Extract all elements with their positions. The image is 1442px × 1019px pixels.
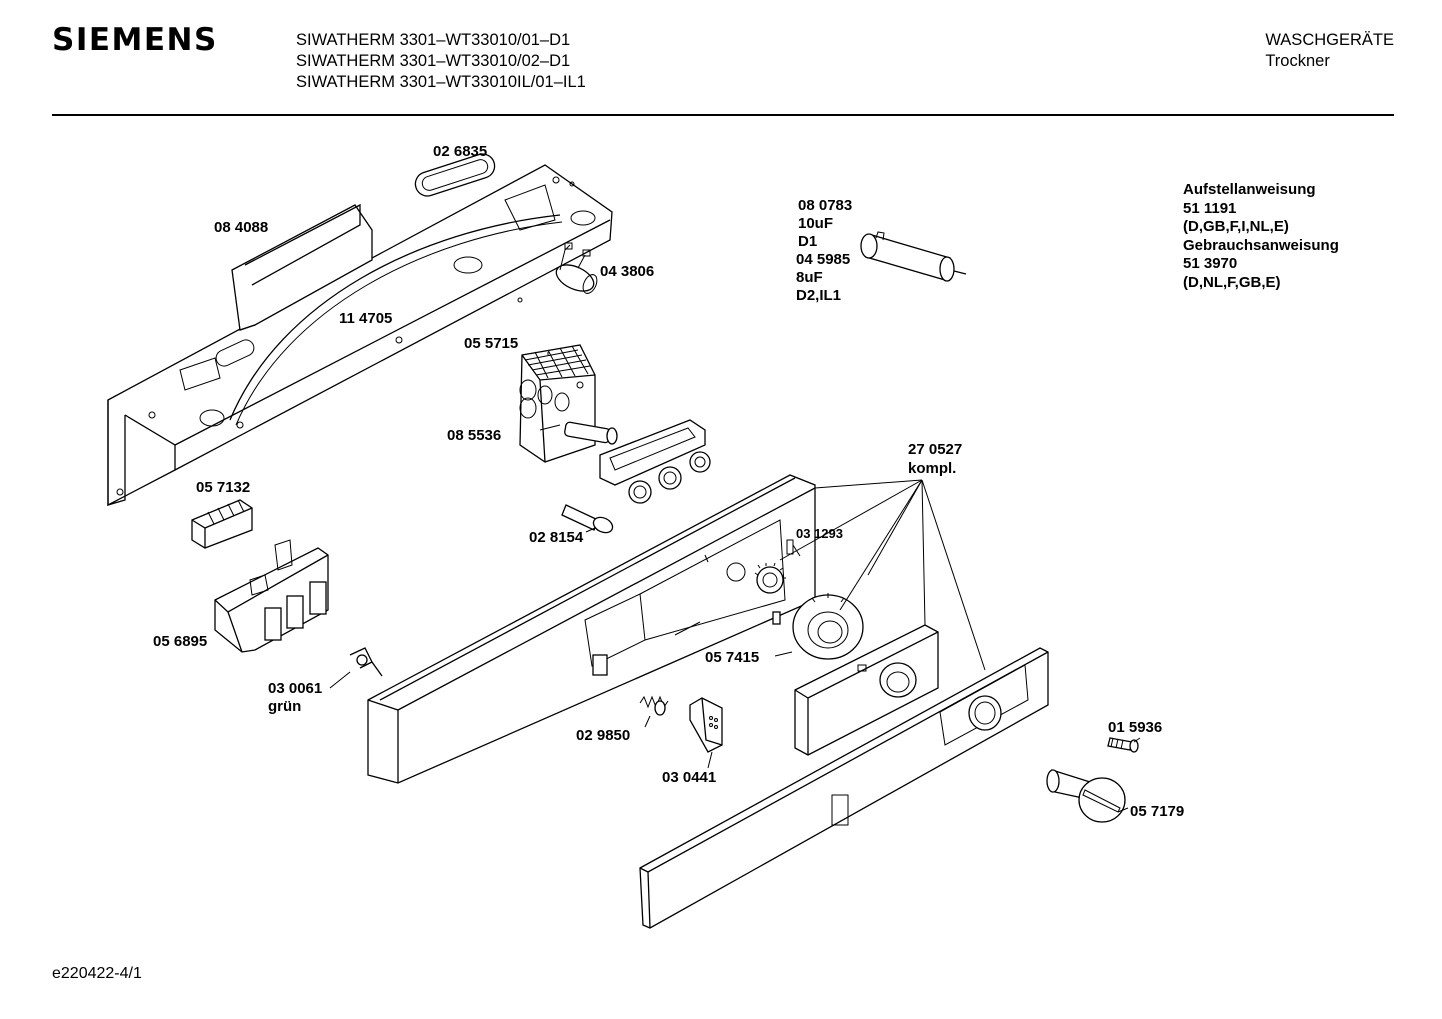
label-085536: 08 5536	[447, 427, 501, 444]
label-capacitor-a-value: 10uF	[798, 215, 833, 232]
dial-ring-057415	[792, 593, 864, 660]
label-055715: 05 5715	[464, 335, 518, 352]
label-capacitor-b-value: 8uF	[796, 269, 823, 286]
label-270527: 27 0527	[908, 441, 962, 458]
knob-031293	[754, 562, 786, 625]
model-list: SIWATHERM 3301–WT33010/01–D1 SIWATHERM 3…	[296, 30, 586, 93]
label-028154: 02 8154	[529, 529, 584, 546]
push-button-030441	[689, 697, 723, 753]
manual-title: Gebrauchsanweisung	[1183, 236, 1339, 254]
drawing-id: e220422-4/1	[52, 965, 142, 982]
front-fascia	[639, 647, 1049, 929]
panel-insert	[794, 624, 939, 756]
label-114705: 11 4705	[339, 310, 392, 327]
siemens-logo: SIEMENS	[52, 22, 218, 58]
button-block	[599, 419, 711, 504]
screw-015936	[1107, 737, 1139, 753]
top-bracket-114705	[107, 164, 613, 507]
label-leader-lines	[329, 352, 1141, 813]
label-capacitor-b-variant: D2,IL1	[796, 287, 841, 304]
label-030441: 03 0441	[662, 769, 716, 786]
install-title: Aufstellanweisung	[1183, 181, 1316, 198]
model-line-3: SIWATHERM 3301–WT33010IL/01–IL1	[296, 73, 586, 91]
install-languages: (D,GB,F,I,NL,E)	[1183, 218, 1289, 235]
model-line-2: SIWATHERM 3301–WT33010/02–D1	[296, 52, 571, 70]
timer-switch-055715	[519, 344, 618, 463]
panel-cover-084088	[231, 203, 373, 331]
control-knob-057179	[1046, 769, 1126, 823]
manual-number: 51 3970	[1183, 255, 1238, 272]
category-subtitle: Trockner	[1265, 52, 1330, 70]
label-capacitor-a: 08 0783	[798, 197, 852, 214]
label-capacitor-a-variant: D1	[798, 233, 817, 250]
category-block: WASCHGERÄTE Trockner	[1265, 30, 1394, 72]
assembly-leader-lines	[779, 479, 986, 671]
label-043806: 04 3806	[600, 263, 654, 280]
capacitor	[860, 231, 967, 282]
label-031293: 03 1293	[796, 526, 843, 541]
label-057179: 05 7179	[1130, 803, 1184, 820]
label-026835: 02 6835	[433, 143, 487, 160]
label-capacitor-b: 04 5985	[796, 251, 850, 268]
suppressor-043806	[555, 242, 598, 294]
label-270527-note: kompl.	[908, 460, 956, 477]
spring-029850	[639, 695, 669, 716]
label-084088: 08 4088	[214, 219, 268, 236]
label-056895: 05 6895	[153, 633, 207, 650]
label-029850: 02 9850	[576, 727, 630, 744]
clip-030061	[349, 647, 383, 677]
documentation-references: Aufstellanweisung 51 1191 (D,GB,F,I,NL,E…	[1183, 181, 1358, 292]
header-divider	[52, 114, 1394, 116]
label-030061: 03 0061	[268, 680, 322, 697]
relay-holder-056895	[214, 539, 329, 653]
manual-languages: (D,NL,F,GB,E)	[1183, 273, 1281, 291]
label-057415: 05 7415	[705, 649, 759, 666]
lamp-028154	[561, 504, 614, 534]
label-057132: 05 7132	[196, 479, 250, 496]
grommet-026835	[414, 153, 496, 197]
control-panel-frame	[367, 474, 816, 784]
category-title: WASCHGERÄTE	[1265, 31, 1394, 49]
install-number: 51 1191	[1183, 199, 1237, 217]
label-030061-note: grün	[268, 698, 301, 715]
model-line-1: SIWATHERM 3301–WT33010/01–D1	[296, 31, 571, 49]
label-015936: 01 5936	[1108, 719, 1162, 736]
connector-strip-057132	[191, 499, 253, 549]
